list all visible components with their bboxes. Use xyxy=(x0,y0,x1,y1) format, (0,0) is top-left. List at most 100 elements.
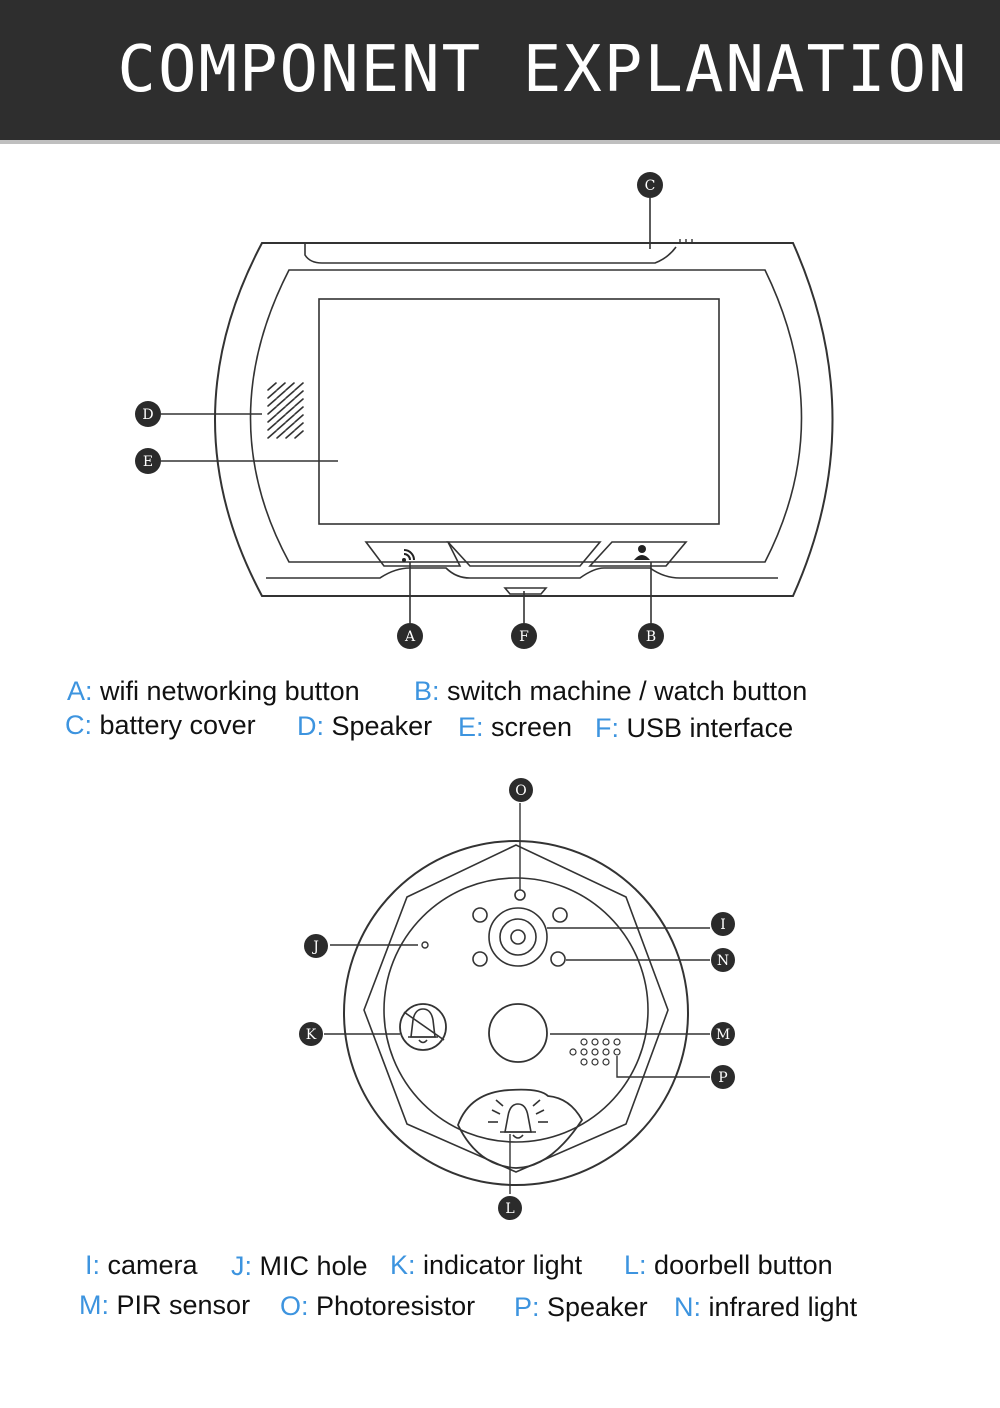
legend-item-o: O: Photoresistor xyxy=(280,1290,475,1322)
doorbell-diagram xyxy=(343,840,689,1186)
legend-key: A: xyxy=(67,676,93,706)
marker-b-label: B xyxy=(646,629,656,645)
legend-label: wifi networking button xyxy=(100,676,360,706)
marker-i: I xyxy=(711,912,735,936)
legend-label: battery cover xyxy=(99,710,256,740)
infrared-light xyxy=(472,907,488,923)
marker-d: D xyxy=(135,401,161,427)
doorbell-face xyxy=(383,877,649,1143)
doorbell-button[interactable] xyxy=(457,1088,584,1169)
legend-key: M: xyxy=(79,1290,109,1320)
legend-key: I: xyxy=(85,1250,101,1280)
speaker-grille xyxy=(267,382,304,439)
legend-label: screen xyxy=(491,712,573,742)
marker-c: C xyxy=(637,172,663,198)
infrared-light xyxy=(552,907,568,923)
lower-contour xyxy=(266,567,778,579)
battery-cover-slot xyxy=(304,243,677,264)
legend-label: Photoresistor xyxy=(316,1291,476,1321)
top-vent xyxy=(679,239,693,244)
legend-key: P: xyxy=(514,1292,540,1322)
legend-item-e: E: screen xyxy=(458,711,572,743)
marker-l: L xyxy=(498,1196,522,1220)
watch-button[interactable] xyxy=(588,541,688,567)
monitor-diagram xyxy=(214,239,834,597)
legend-label: USB interface xyxy=(626,713,794,743)
legend-item-c: C: battery cover xyxy=(65,709,256,741)
marker-f-label: F xyxy=(519,629,529,645)
legend-label: switch machine / watch button xyxy=(447,676,808,706)
legend-item-k: K: indicator light xyxy=(390,1249,582,1281)
pir-sensor xyxy=(488,1003,548,1063)
marker-k-label: K xyxy=(306,1027,317,1043)
marker-o-label: O xyxy=(515,783,526,799)
legend-key: E: xyxy=(458,712,484,742)
marker-e-label: E xyxy=(143,454,153,470)
legend-key: C: xyxy=(65,710,92,740)
legend-label: Speaker xyxy=(547,1292,648,1322)
doorbell-octagon xyxy=(363,844,669,1173)
leader-line-p xyxy=(616,1056,710,1078)
camera-outer-ring xyxy=(488,907,548,967)
legend-label: camera xyxy=(107,1250,198,1280)
marker-a-label: A xyxy=(404,629,416,645)
marker-o: O xyxy=(509,778,533,802)
monitor-outer-body xyxy=(214,242,834,597)
doorbell-outer-ring xyxy=(343,840,689,1186)
infrared-light xyxy=(472,951,488,967)
legend-item-b: B: switch machine / watch button xyxy=(414,675,807,707)
header-bar xyxy=(0,0,1000,140)
marker-l-label: L xyxy=(505,1201,514,1217)
marker-b: B xyxy=(638,623,664,649)
camera-lens xyxy=(510,929,526,945)
marker-d-label: D xyxy=(142,407,153,423)
marker-p: P xyxy=(711,1065,735,1089)
legend-label: indicator light xyxy=(423,1250,583,1280)
page-title: COMPONENT EXPLANATION xyxy=(117,33,969,107)
marker-k: K xyxy=(299,1022,323,1046)
legend-key: L: xyxy=(624,1250,647,1280)
legend-key: F: xyxy=(595,713,619,743)
screen xyxy=(318,298,720,525)
legend-label: PIR sensor xyxy=(116,1290,251,1320)
header-divider xyxy=(0,140,1000,144)
center-button[interactable] xyxy=(446,541,602,567)
marker-m-label: M xyxy=(716,1027,730,1043)
legend-item-j: J: MIC hole xyxy=(231,1250,368,1282)
marker-p-label: P xyxy=(718,1070,727,1086)
marker-a: A xyxy=(397,623,423,649)
legend-key: O: xyxy=(280,1291,309,1321)
marker-j-label: J xyxy=(311,939,319,955)
legend-key: B: xyxy=(414,676,440,706)
legend-item-m: M: PIR sensor xyxy=(79,1289,250,1321)
marker-c-label: C xyxy=(645,178,656,194)
wifi-icon xyxy=(402,549,415,562)
marker-n-label: N xyxy=(717,953,729,969)
legend-key: K: xyxy=(390,1250,416,1280)
legend-item-f: F: USB interface xyxy=(595,712,793,744)
marker-i-label: I xyxy=(720,917,726,933)
legend-label: MIC hole xyxy=(259,1251,368,1281)
legend-item-a: A: wifi networking button xyxy=(67,675,360,707)
legend-item-d: D: Speaker xyxy=(297,710,432,742)
indicator-light xyxy=(399,1003,447,1051)
legend-key: D: xyxy=(297,711,324,741)
mic-hole xyxy=(421,941,429,949)
legend-label: doorbell button xyxy=(654,1250,833,1280)
marker-m: M xyxy=(711,1022,735,1046)
legend-item-i: I: camera xyxy=(85,1249,198,1281)
monitor-inner-bezel xyxy=(249,269,803,563)
legend-key: J: xyxy=(231,1251,253,1281)
legend-label: Speaker xyxy=(331,711,433,741)
legend-item-l: L: doorbell button xyxy=(624,1249,833,1281)
marker-n: N xyxy=(711,948,735,972)
infrared-light xyxy=(550,951,566,967)
marker-j: J xyxy=(304,934,328,958)
legend-label: infrared light xyxy=(708,1292,858,1322)
speaker-holes xyxy=(569,1038,621,1066)
legend-item-n: N: infrared light xyxy=(674,1291,857,1323)
wifi-button[interactable] xyxy=(364,541,462,567)
person-icon xyxy=(634,545,650,560)
camera-lens-ring xyxy=(499,918,537,956)
